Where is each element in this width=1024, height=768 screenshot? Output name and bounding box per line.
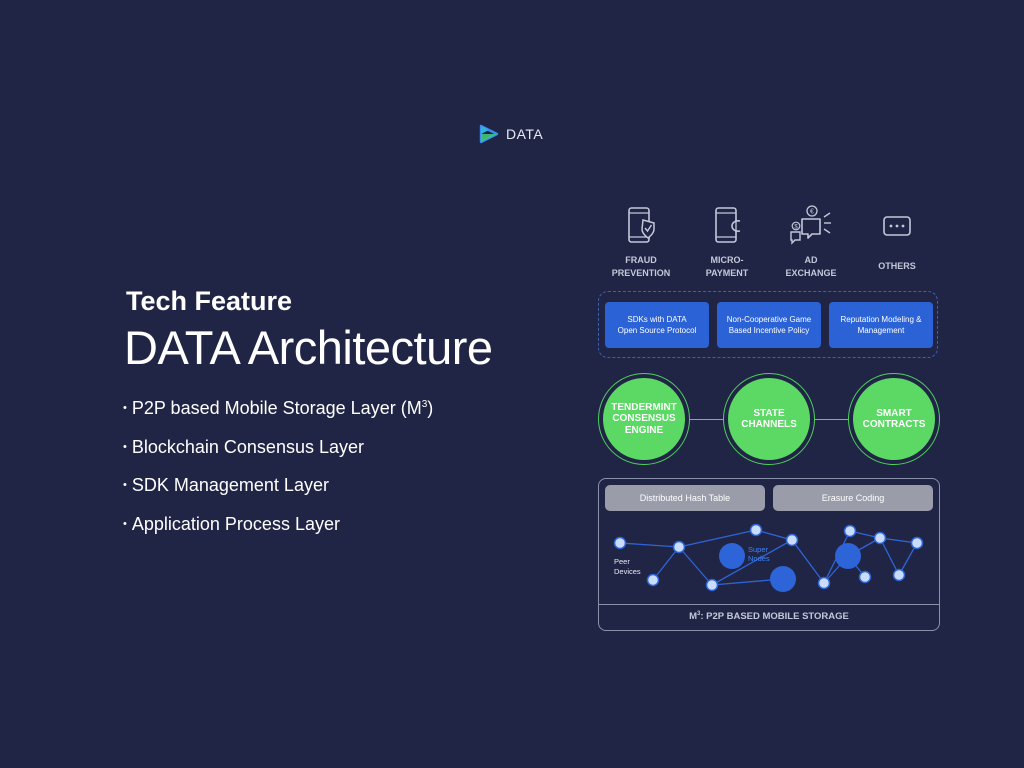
list-item: • Blockchain Consensus Layer xyxy=(123,437,433,476)
peer-devices-label-line2: Devices xyxy=(614,567,641,576)
peer-nodes xyxy=(613,523,924,592)
super-nodes-label-line2: Nodes xyxy=(748,554,770,563)
use-case-micro-payment: MICRO-PAYMENT xyxy=(705,255,749,278)
svg-text:€: € xyxy=(810,209,814,216)
list-item-text: P2P based Mobile Storage Layer (M3) xyxy=(131,398,434,418)
list-item: • Application Process Layer xyxy=(123,514,433,553)
phone-shield-icon xyxy=(628,207,655,243)
peer-devices-label-line1: Peer xyxy=(614,557,630,566)
storage-layer-container xyxy=(598,478,940,631)
slide-subtitle: Tech Feature xyxy=(126,286,293,316)
consensus-ring xyxy=(848,373,940,465)
more-dots-icon xyxy=(883,216,911,236)
peer-node xyxy=(817,576,831,590)
bullet-dot: • xyxy=(123,402,127,414)
super-node xyxy=(719,543,745,569)
bullet-dot: • xyxy=(123,479,127,491)
storage-divider xyxy=(599,604,939,605)
distributed-hash-table-module: Distributed Hash Table xyxy=(605,485,765,511)
peer-node xyxy=(705,578,719,592)
sdk-layer-container xyxy=(598,291,938,358)
peer-node xyxy=(892,568,906,582)
use-case-others: OTHERS xyxy=(878,261,916,271)
svg-text:$: $ xyxy=(794,225,798,231)
data-logo: DATA xyxy=(478,123,543,145)
play-triangle-logo-icon xyxy=(479,124,499,144)
list-item: • P2P based Mobile Storage Layer (M3) xyxy=(123,398,433,437)
super-nodes-label-line1: Super xyxy=(748,545,769,554)
consensus-connector xyxy=(815,419,848,420)
sdk-reputation-box: Reputation Modeling &Management xyxy=(829,302,933,348)
peer-node xyxy=(858,570,872,584)
chat-currency-icon: € $ xyxy=(790,205,831,245)
peer-node xyxy=(646,573,660,587)
bullet-dot: • xyxy=(123,440,127,453)
consensus-ring xyxy=(598,373,690,465)
list-item-text: Application Process Layer xyxy=(131,513,340,534)
list-item: • SDK Management Layer xyxy=(123,475,433,514)
super-node xyxy=(835,543,861,569)
slide-title: DATA Architecture xyxy=(124,321,493,374)
peer-node xyxy=(910,536,924,550)
consensus-ring xyxy=(723,373,815,465)
list-item-text: Blockchain Consensus Layer xyxy=(131,436,364,457)
peer-node xyxy=(843,524,857,538)
phone-coin-icon xyxy=(715,207,741,243)
erasure-coding-module: Erasure Coding xyxy=(773,485,933,511)
storage-layer-title: M3: P2P BASED MOBILE STORAGE xyxy=(689,611,849,623)
feature-list: • P2P based Mobile Storage Layer (M3) • … xyxy=(123,398,433,552)
peer-node xyxy=(785,533,799,547)
peer-node xyxy=(613,536,627,550)
consensus-connector xyxy=(690,419,723,420)
p2p-network-graph: Peer Devices Super Nodes xyxy=(613,523,924,592)
bullet-dot: • xyxy=(123,517,127,530)
peer-node xyxy=(672,540,686,554)
super-nodes xyxy=(719,543,861,592)
super-node xyxy=(770,566,796,592)
peer-node xyxy=(873,531,887,545)
logo-text: DATA xyxy=(506,126,544,142)
peer-node xyxy=(749,523,763,537)
list-item-text: SDK Management Layer xyxy=(131,475,329,495)
